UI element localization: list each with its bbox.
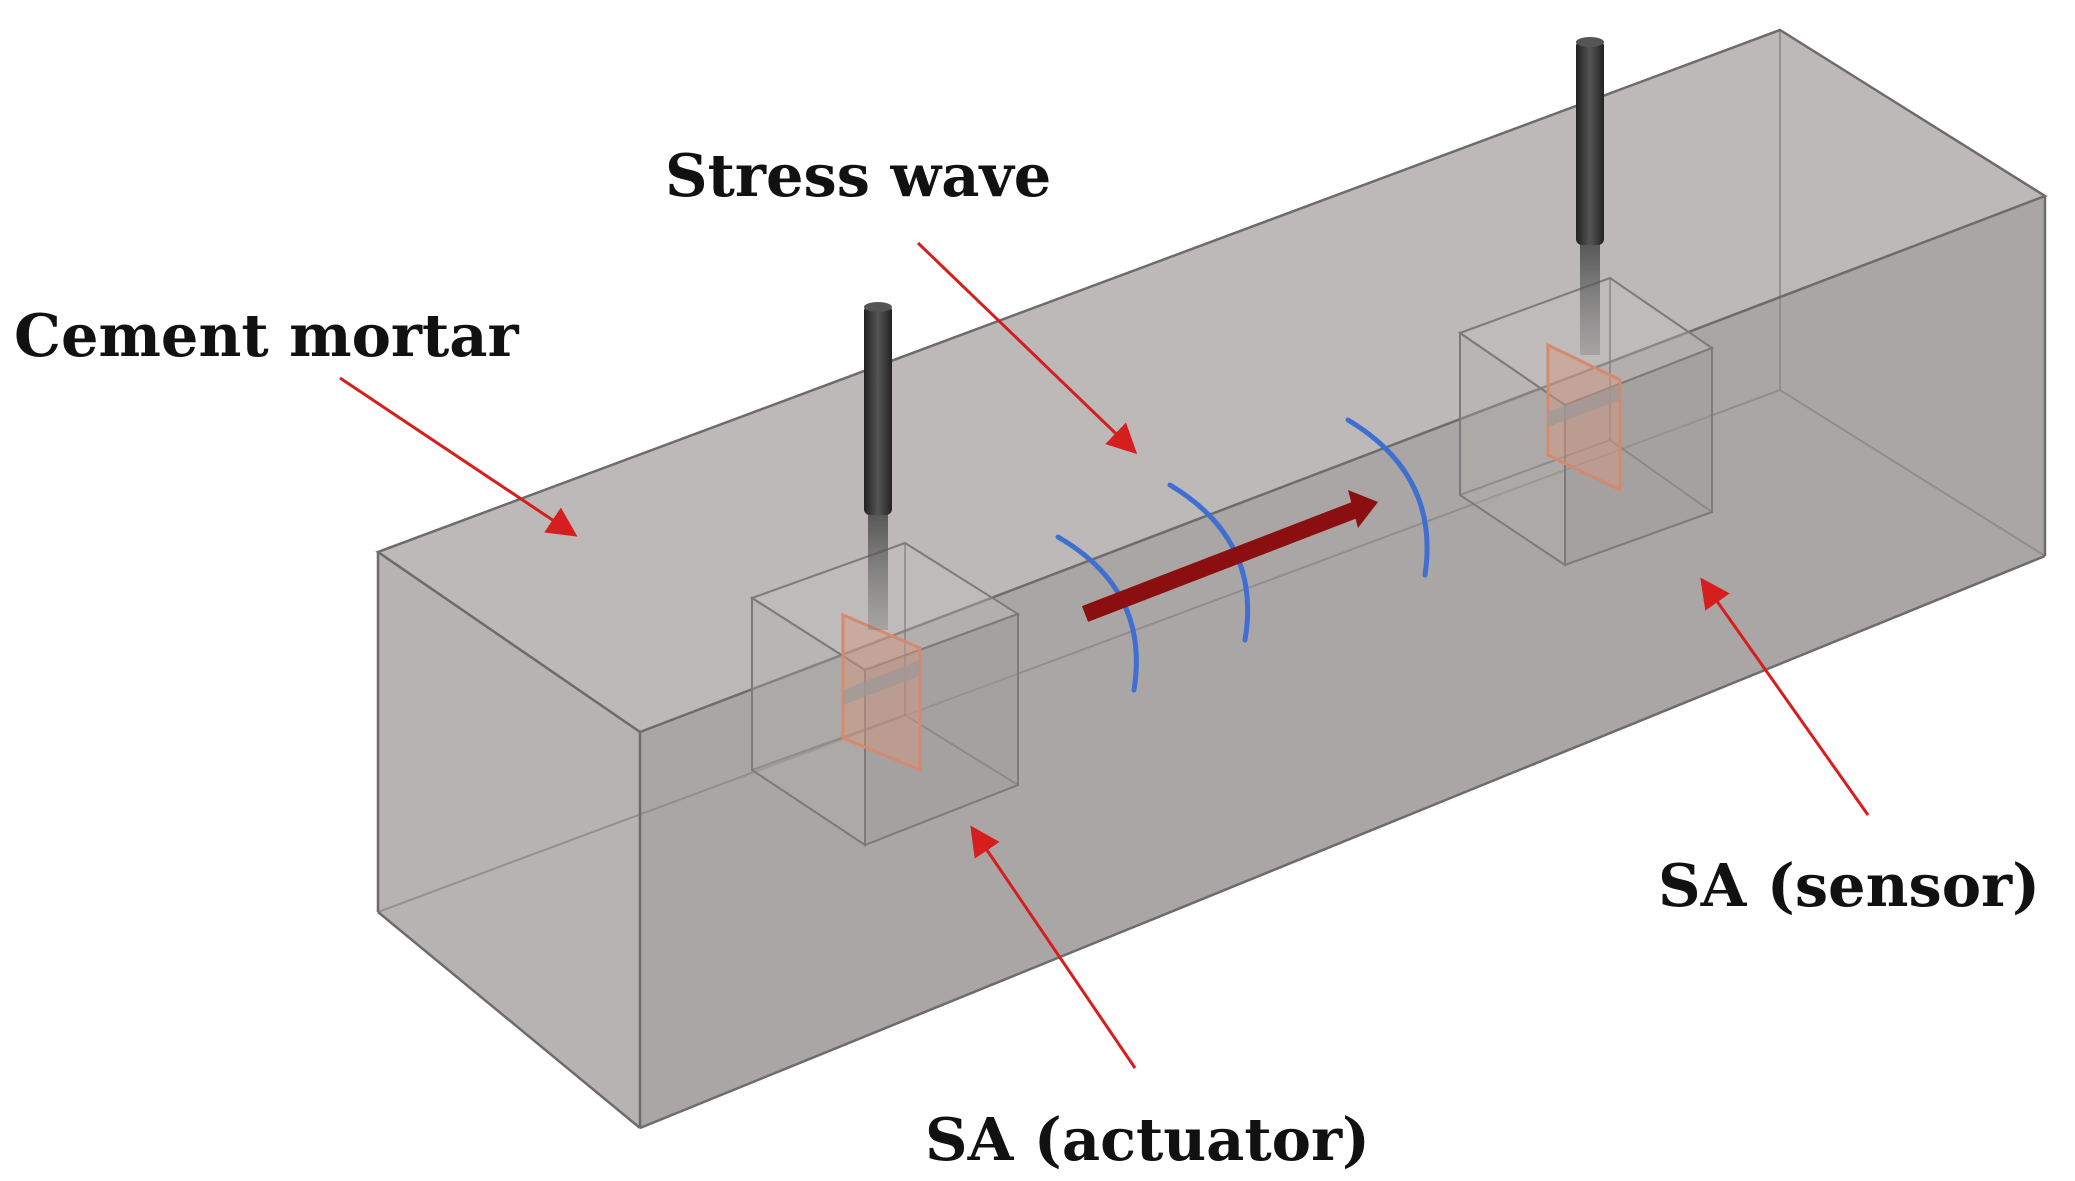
sensor-wire xyxy=(1576,40,1604,245)
beam-top-face xyxy=(378,30,2045,732)
arc-icon xyxy=(1345,417,1430,578)
sa-sensor-label: SA (sensor) xyxy=(1658,851,2040,920)
cement-mortar-callout-arrow xyxy=(339,376,578,537)
sensor-assembly xyxy=(1457,37,1715,567)
propagation-arrowhead xyxy=(1348,490,1378,528)
actuator-wire-lower xyxy=(868,505,888,630)
beam-edges xyxy=(375,28,2048,1130)
callout-arrows xyxy=(339,241,1870,1069)
beam-hidden-edges xyxy=(377,30,2046,913)
sensor-wire-lower xyxy=(1580,235,1600,355)
actuator-assembly xyxy=(749,302,1021,847)
beam-left-face xyxy=(378,552,640,1128)
actuator-wire-tip xyxy=(864,302,892,312)
stress-wave-callout-arrow xyxy=(916,241,1138,455)
sa-actuator-label: SA (actuator) xyxy=(925,1105,1370,1174)
arrow-right-icon xyxy=(1081,500,1364,622)
sensor-piezo-patch xyxy=(1546,342,1622,493)
sensor-wire-tip xyxy=(1576,37,1604,47)
sensor-callout-arrow xyxy=(1700,577,1870,816)
stress-wave-label: Stress wave xyxy=(665,141,1051,210)
actuator-wire xyxy=(864,305,892,515)
actuator-piezo-patch xyxy=(841,612,922,773)
cement-mortar-label: Cement mortar xyxy=(14,301,519,370)
propagation-arrow xyxy=(1081,490,1378,622)
cement-mortar-beam xyxy=(375,28,2048,1130)
actuator-callout-arrow xyxy=(970,825,1137,1069)
beam-front-face xyxy=(640,196,2045,1128)
